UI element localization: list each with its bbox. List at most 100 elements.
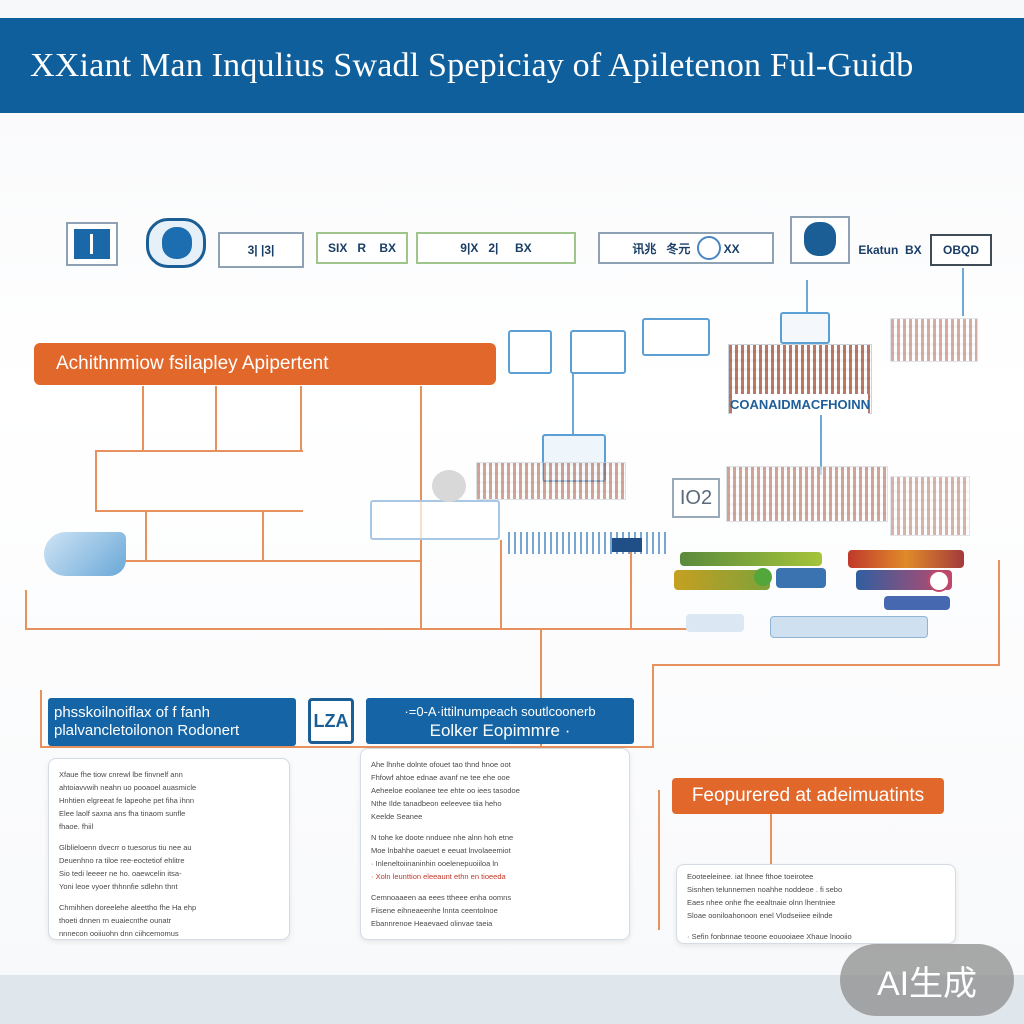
card-text: Yoni leoe vyoer thhnnfie sdlehn thnt	[59, 882, 178, 891]
card-left: Xfaue fhe tiow cnrewl lbe finvnelf ann a…	[48, 758, 290, 940]
card-text: Chmihhen doreelehe aleettho fhe Ha ehp	[59, 903, 197, 912]
card-text: Nthe Ilde tanadbeon eeleevee tiia heho	[371, 799, 502, 808]
window-icon-mark	[90, 234, 93, 254]
card-text: fhaoe. fhiil	[59, 822, 94, 831]
orange-header-right: Feopurered at adeimuatints	[672, 778, 944, 814]
card-text: Ahe lhnhe dolnte ofouet tao thnd hnoe oo…	[371, 760, 511, 769]
toolbar-label-f[interactable]: OBQD	[930, 234, 992, 266]
profile-icon[interactable]	[790, 216, 850, 264]
data-table	[726, 466, 888, 522]
blue-header-left-line2: plalvancletoilonon Rodonert	[54, 722, 240, 739]
connector-line	[215, 386, 217, 450]
wire-box	[642, 318, 710, 356]
status-pill	[770, 616, 928, 638]
connector-line	[95, 450, 303, 452]
ai-generated-badge: AI生成	[840, 944, 1014, 1016]
card-text: Sloae ooniloahonoon enel Vlodseiiee eiln…	[687, 911, 833, 920]
connector-line	[652, 664, 1000, 666]
card-text: Fiisene eihneaeenhe lnnta ceentolnoe	[371, 906, 498, 915]
window-icon[interactable]	[66, 222, 118, 266]
gear-icon	[432, 470, 466, 502]
connector-line	[300, 386, 302, 450]
connector-line	[540, 630, 542, 750]
connector-line	[145, 510, 147, 560]
user-icon-head	[162, 227, 192, 259]
blue-icon[interactable]: LZA	[308, 698, 354, 744]
status-pill	[674, 570, 770, 590]
connector-line	[142, 386, 144, 450]
connector-line	[962, 268, 964, 316]
toolbar-label-c[interactable]: 9|X 2| BX	[416, 232, 576, 264]
connector-line	[25, 628, 715, 630]
status-pill	[848, 550, 964, 568]
connector-line	[770, 812, 772, 864]
cloud-icon	[44, 532, 126, 576]
connector-line	[658, 790, 660, 930]
blue-header-mid-line1: ·=0-A·ittilnumpeach soutlcoonerb	[404, 704, 596, 719]
card-right: Eooteeleinee. iat lhnee fthoe toeirotee …	[676, 864, 956, 944]
connector-line	[95, 450, 97, 512]
status-dot	[928, 570, 950, 592]
connector-line	[500, 540, 502, 630]
wire-box	[780, 312, 830, 344]
card-text: Moe lnbahhe oaeuet e eeuat lnvolaeemiot	[371, 846, 511, 855]
card-text: Eaes nhee onhe fhe eealtnaie olnn lhentn…	[687, 898, 836, 907]
user-icon[interactable]	[146, 218, 206, 268]
wire-box	[370, 500, 500, 540]
connector-line	[630, 540, 632, 630]
banner-top: Achithnmiow fsilapley Apipertent	[34, 343, 496, 385]
blue-header-left: phsskoilnoiflax of f fanh plalvancletoil…	[48, 698, 296, 746]
card-mid: Ahe lhnhe dolnte ofouet tao thnd hnoe oo…	[360, 748, 630, 940]
card-text: Eooteeleinee. iat lhnee fthoe toeirotee	[687, 872, 814, 881]
blue-header-mid: ·=0-A·ittilnumpeach soutlcoonerb Eolker …	[366, 698, 634, 744]
profile-icon-head	[804, 222, 836, 256]
status-dot	[754, 568, 772, 586]
panel-right-label: COANAIDMACFHOINN	[730, 394, 870, 414]
waveform-marker	[612, 538, 642, 552]
header-bar: XXiant Man Inqulius Swadl Spepiciay of A…	[0, 18, 1024, 113]
toolbar-label-e[interactable]: Ekatun BX	[858, 243, 922, 257]
card-text: Aeheeloe eoolanee tee ehte oo iees tasod…	[371, 786, 520, 795]
connector-line	[95, 510, 303, 512]
data-table	[890, 476, 970, 536]
card-text: · Xoln leunttion eleeaunt ethn en tioeed…	[371, 872, 506, 881]
card-text: Keelde Seanee	[371, 812, 423, 821]
code-label: IO2	[672, 478, 720, 518]
card-text: Sisnhen telunnemen noahhe noddeoe . fi s…	[687, 885, 843, 894]
status-pill	[686, 614, 744, 632]
card-text: Fhfowf ahtoe ednae avanf ne tee ehe ooe	[371, 773, 510, 782]
toolbar-label-d[interactable]: 讯兆 冬元 XX	[598, 232, 774, 264]
data-table	[476, 462, 626, 500]
connector-line	[120, 560, 420, 562]
connector-line	[262, 510, 264, 560]
connector-line	[652, 664, 654, 748]
status-pill	[680, 552, 822, 566]
toolbar-label-b[interactable]: SIX R BX	[316, 232, 408, 264]
card-text: Glblieloenn dvecrr o tuesorus tiu nee au	[59, 843, 192, 852]
data-table	[890, 318, 978, 362]
connector-line	[40, 690, 42, 748]
blue-header-left-line1: phsskoilnoiflax of f fanh	[54, 704, 210, 721]
wire-box	[570, 330, 626, 374]
page-title: XXiant Man Inqulius Swadl Spepiciay of A…	[30, 46, 914, 84]
card-text: Cemnoaaeen aa eees ttheee enha oomns	[371, 893, 512, 902]
card-text: Ebannrenoe Heaevaed olinvae taeia	[371, 919, 493, 928]
card-text: Sio tedi leeeer ne ho. oaewcelin itsa-	[59, 869, 182, 878]
card-text: ahtoiavvwih neahn uo pooaoel auasmicle	[59, 783, 197, 792]
card-text: · Sefin fonbnnae teoone eouooiaee Xhaue …	[687, 932, 852, 941]
card-text: Deuenhno ra tiloe ree-eoctetiof ehlitre	[59, 856, 185, 865]
toolbar-label-a[interactable]: 3| |3|	[218, 232, 304, 268]
connector-line	[25, 590, 27, 630]
card-text: Elee laolf saxna ans fha tinaom sunfle	[59, 809, 186, 818]
connector-line	[572, 373, 574, 435]
status-pill	[776, 568, 826, 588]
blue-header-mid-line2: Eolker Eopimmre ·	[429, 721, 571, 740]
connector-line	[40, 746, 654, 748]
connector-line	[998, 560, 1000, 666]
card-text: Hnhtien elgreeat fe lapeohe pet fiha ihn…	[59, 796, 195, 805]
card-text: Xfaue fhe tiow cnrewl lbe finvnelf ann	[59, 770, 183, 779]
search-circle-icon[interactable]	[697, 236, 721, 260]
connector-line	[806, 280, 808, 312]
wire-box	[508, 330, 552, 374]
status-pill	[884, 596, 950, 610]
